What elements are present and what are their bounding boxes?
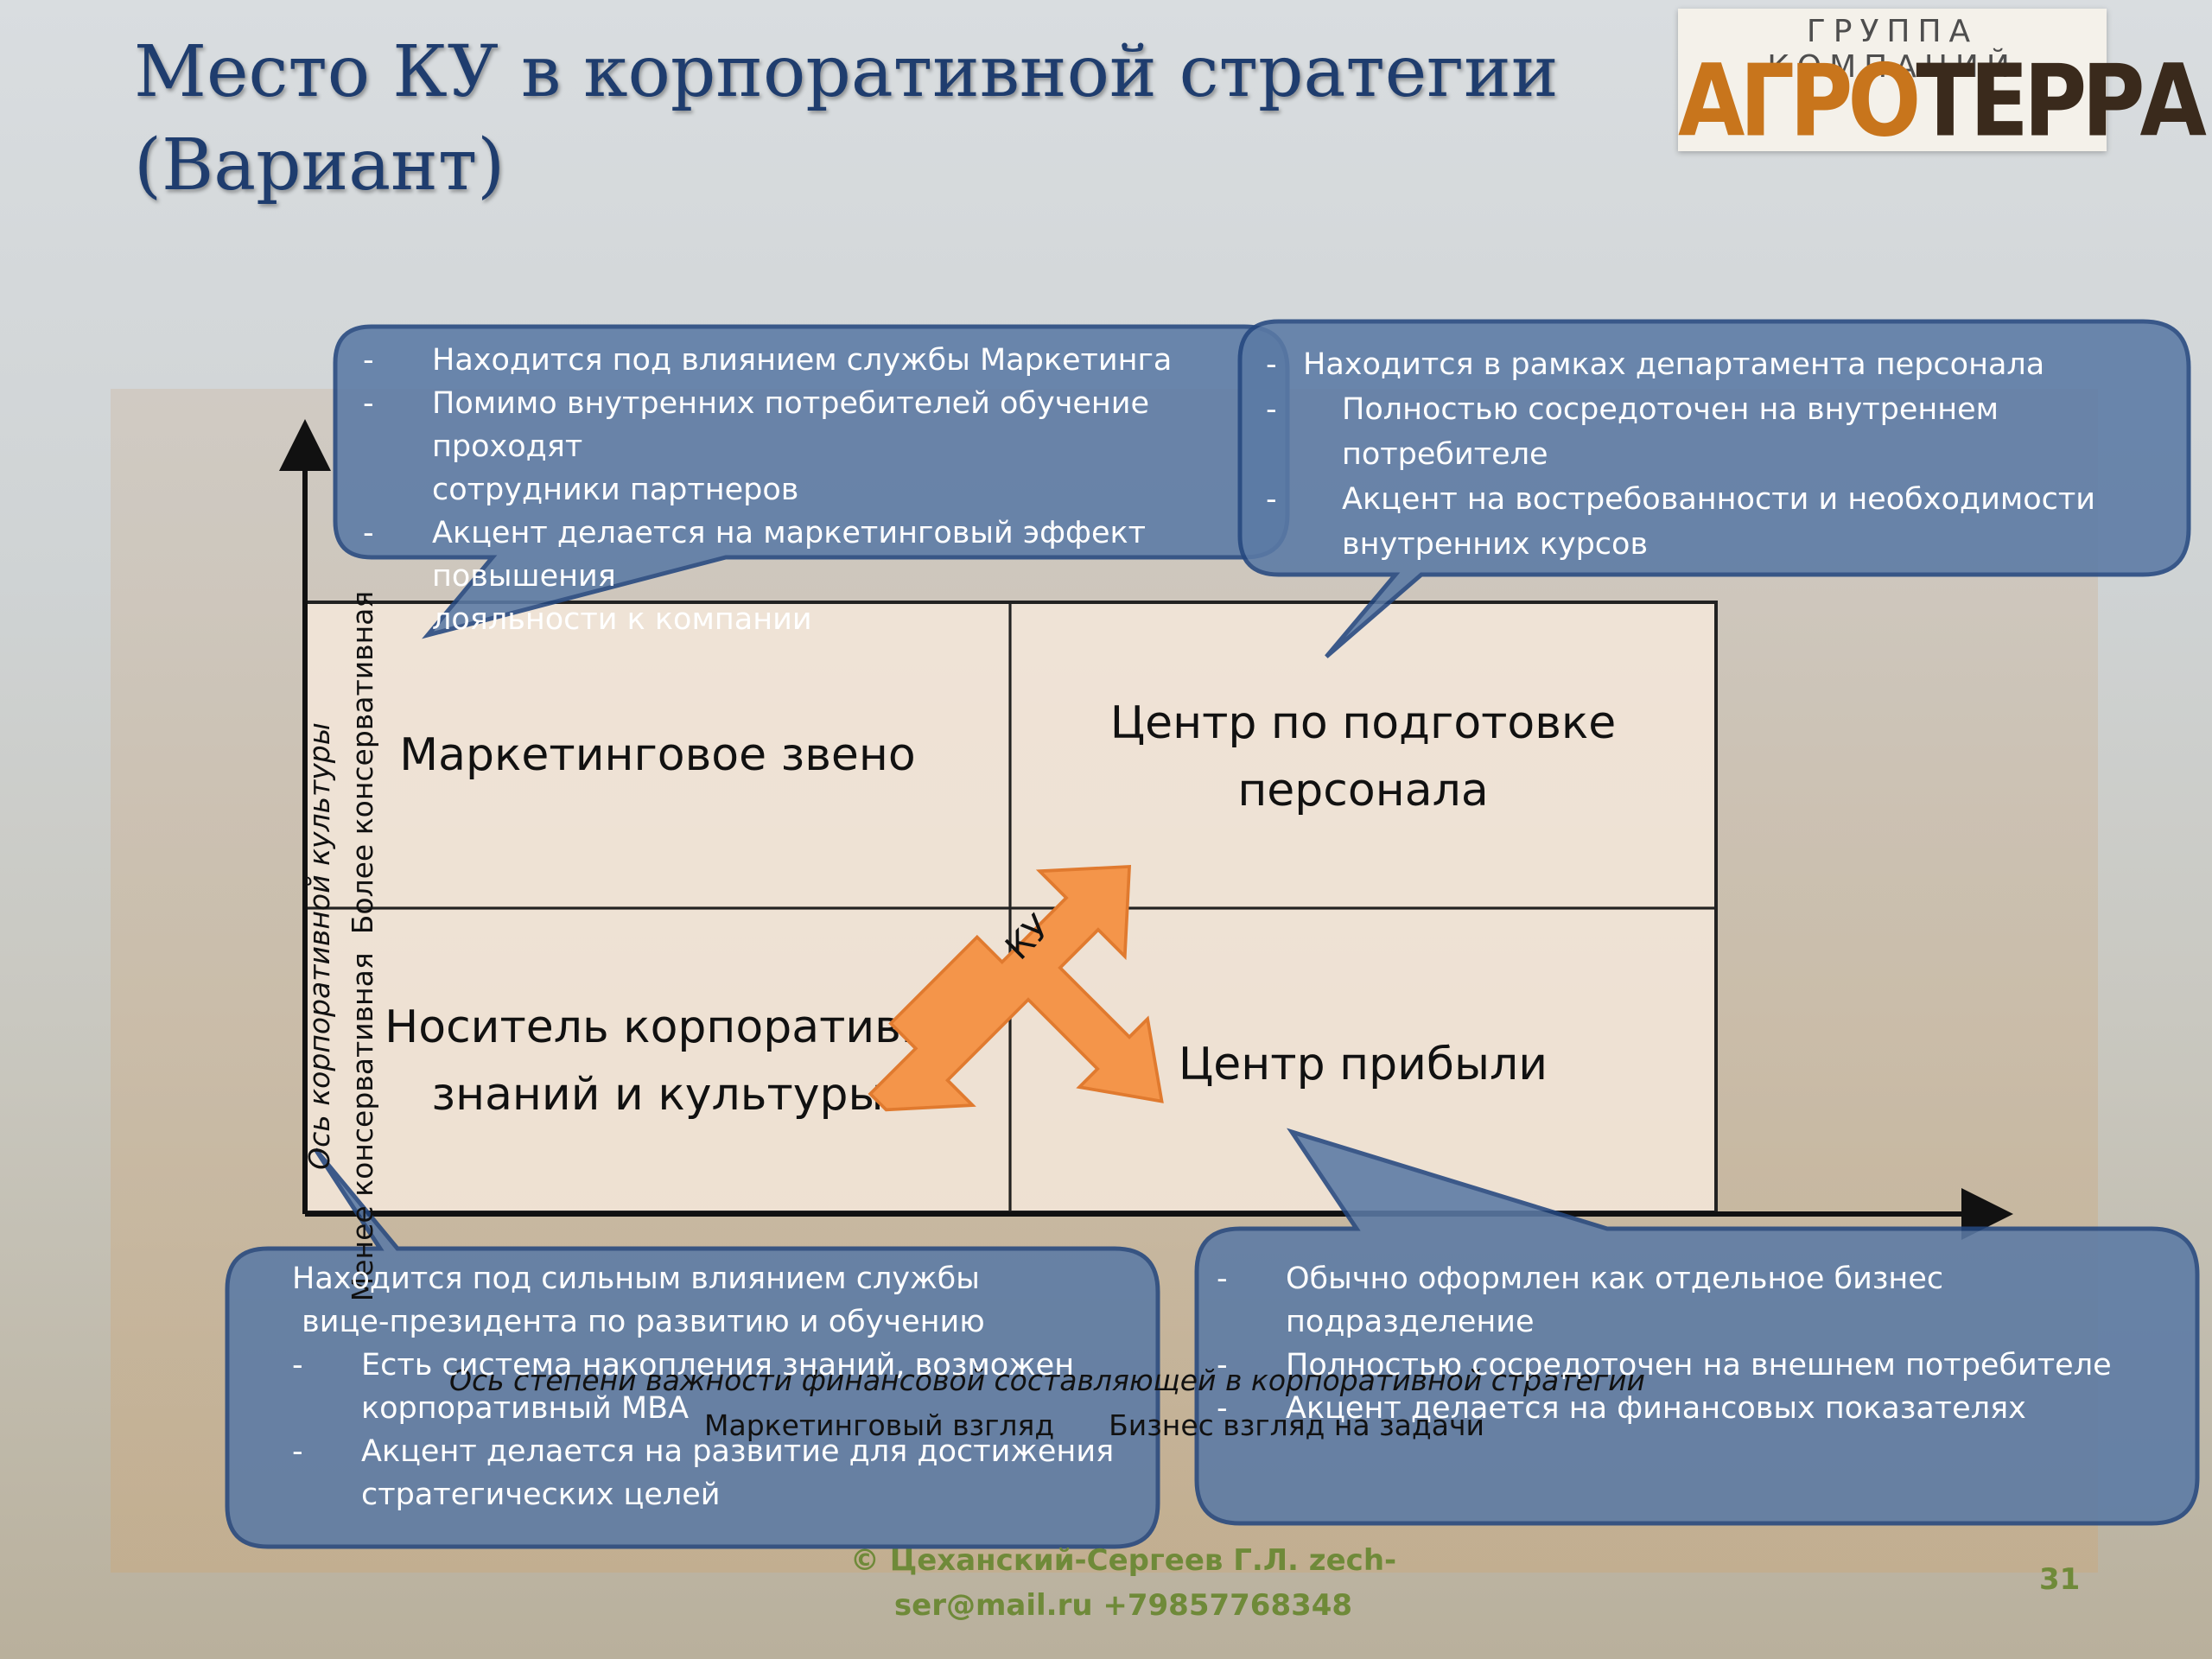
- callout-bottom-right: [1194, 1128, 2200, 1526]
- bullet-dash: [1266, 522, 1342, 567]
- callout-line: - Полностью сосредоточен на внутреннем: [1266, 387, 2182, 432]
- quadrant-knowledge-carrier-line-1: Носитель корпоративн: [385, 1001, 931, 1053]
- callout-bottom-right-text: - Обычно оформлен как отдельное бизнес по…: [1217, 1257, 2193, 1430]
- quadrant-training-center-line-1: Центр по подготовке: [1109, 697, 1617, 749]
- callout-line: - Акцент на востребованности и необходимо…: [1266, 477, 2182, 522]
- callout-line: - Полностью сосредоточен на внешнем потре…: [1217, 1344, 2193, 1387]
- callout-line-text: Помимо внутренних потребителей обучение …: [432, 386, 1150, 464]
- callout-line-text: Находится под сильным влиянием службы: [292, 1262, 980, 1296]
- callout-line-text: подразделение: [1286, 1305, 1535, 1339]
- bullet-dash: [292, 1473, 361, 1516]
- callout-line: подразделение: [1217, 1300, 2193, 1344]
- callout-line: Находится под сильным влиянием службы: [292, 1257, 1156, 1300]
- footer-line-2: ser@mail.ru +79857768348: [893, 1588, 1353, 1623]
- bullet-dash: [1217, 1300, 1286, 1344]
- quadrant-training-center-label: Центр по подготовке персонала: [1110, 690, 1617, 824]
- logo-top-text: ГРУППА КОМПАНИЙ: [1767, 14, 2018, 85]
- callout-line-text: сотрудники партнеров: [432, 473, 799, 507]
- slide-title: Место КУ в корпоративной стратегии (Вари…: [134, 26, 1603, 213]
- callout-top-left-text: - Находится под влиянием службы Маркетинг…: [363, 339, 1279, 641]
- bullet-dash: -: [1217, 1348, 1228, 1382]
- callout-line-text: Полностью сосредоточен на внутреннем: [1342, 392, 1999, 427]
- bullet-dash: -: [363, 516, 374, 550]
- callout-line: - Есть система накопления знаний, возможе…: [292, 1344, 1156, 1387]
- footer-line-1: © Цеханский-Сергеев Г.Л. zech-: [849, 1543, 1397, 1578]
- callout-line: - Помимо внутренних потребителей обучение…: [363, 382, 1279, 468]
- bullet-dash: [363, 598, 432, 641]
- callout-line-text: корпоративный MBA: [361, 1391, 690, 1426]
- callout-line-text: стратегических целей: [361, 1478, 721, 1512]
- logo-part-2: ТЕРРА: [1916, 42, 2206, 159]
- quadrant-knowledge-carrier-line-2: знаний и культуры: [431, 1068, 884, 1121]
- quadrant-knowledge-carrier: Носитель корпоративн знаний и культуры: [307, 910, 1008, 1211]
- callout-bottom-left: [225, 1147, 1160, 1549]
- callout-line: - Акцент делается на развитие для достиже…: [292, 1430, 1156, 1473]
- callout-line-text: вице-президента по развитию и обучению: [292, 1305, 985, 1339]
- callout-line: - Акцент делается на финансовых показател…: [1217, 1387, 2193, 1430]
- bullet-dash: [363, 468, 432, 512]
- callout-line-text: Полностью сосредоточен на внешнем потреб…: [1286, 1348, 2112, 1382]
- quadrant-training-center-line-2: персонала: [1237, 765, 1489, 817]
- logo-part-1: АГРО: [1678, 42, 1921, 159]
- callout-line: потребителе: [1266, 432, 2182, 477]
- title-line-1: Место КУ в корпоративной стратегии: [134, 31, 1559, 113]
- ku-arrow: [868, 864, 1164, 1112]
- callout-top-right-text: -Находится в рамках департамента персона…: [1266, 342, 2182, 567]
- callout-top-right: [1237, 319, 2191, 658]
- callout-line: внутренних курсов: [1266, 522, 2182, 567]
- bullet-dash: [1266, 432, 1342, 477]
- bullet-dash: -: [1217, 1391, 1228, 1426]
- bullet-dash: -: [1266, 347, 1277, 382]
- callout-line: - Акцент делается на маркетинговый эффект…: [363, 512, 1279, 598]
- logo-wordmark: АГРОТЕРРА: [1678, 46, 2207, 156]
- bullet-dash: [292, 1387, 361, 1430]
- footer-credit: © Цеханский-Сергеев Г.Л. zech- ser@mail.…: [778, 1538, 1469, 1628]
- callout-line-text: Находится в рамках департамента персонал…: [1303, 347, 2045, 382]
- callout-line-text: внутренних курсов: [1342, 527, 1649, 562]
- callout-line-text: Акцент делается на финансовых показателя…: [1286, 1391, 2026, 1426]
- quadrant-knowledge-carrier-label: Носитель корпоративн знаний и культуры: [385, 994, 931, 1128]
- quadrant-training-center: Центр по подготовке персонала: [1012, 603, 1714, 906]
- callout-line-text: Акцент делается на развитие для достижен…: [361, 1434, 1115, 1469]
- title-line-2: (Вариант): [134, 124, 505, 207]
- bullet-dash: -: [1266, 392, 1277, 427]
- quadrant-marketing-label: Маркетинговое звено: [399, 728, 916, 781]
- bullet-dash: -: [363, 343, 374, 378]
- callout-line: -Находится в рамках департамента персона…: [1266, 342, 2182, 387]
- page-number: 31: [2039, 1562, 2081, 1597]
- callout-line-text: Обычно оформлен как отдельное бизнес: [1286, 1262, 1944, 1296]
- callout-line: корпоративный MBA: [292, 1387, 1156, 1430]
- callout-line: - Находится под влиянием службы Маркетинг…: [363, 339, 1279, 382]
- agroterra-logo: ГРУППА КОМПАНИЙ АГРОТЕРРА: [1678, 9, 2207, 156]
- callout-line-text: лояльности к компании: [432, 602, 812, 637]
- callout-line-text: Акцент делается на маркетинговый эффект …: [432, 516, 1147, 594]
- callout-line: вице-президента по развитию и обучению: [292, 1300, 1156, 1344]
- callout-line-text: Акцент на востребованности и необходимос…: [1342, 482, 2096, 517]
- bullet-dash: -: [1217, 1262, 1228, 1296]
- quadrant-profit-center-label: Центр прибыли: [1178, 1039, 1548, 1090]
- bullet-dash: -: [292, 1348, 303, 1382]
- callout-line: стратегических целей: [292, 1473, 1156, 1516]
- callout-line: сотрудники партнеров: [363, 468, 1279, 512]
- x-axis-title: Ось степени важности финансовой составля…: [449, 1363, 1646, 1397]
- x-axis-range: Маркетинговый взгляд Бизнес взгляд на за…: [704, 1408, 1484, 1442]
- callout-line: лояльности к компании: [363, 598, 1279, 641]
- bullet-dash: -: [1266, 482, 1277, 517]
- callout-line-text: потребителе: [1342, 437, 1548, 472]
- callout-line: - Обычно оформлен как отдельное бизнес: [1217, 1257, 2193, 1300]
- callout-bottom-left-text: Находится под сильным влиянием службы ви…: [292, 1257, 1156, 1516]
- bullet-dash: -: [292, 1434, 303, 1469]
- quadrant-marketing: Маркетинговое звено: [307, 603, 1008, 906]
- bullet-dash: -: [363, 386, 374, 421]
- callout-line-text: Есть система накопления знаний, возможен: [361, 1348, 1075, 1382]
- callout-line-text: Находится под влиянием службы Маркетинга: [432, 343, 1173, 378]
